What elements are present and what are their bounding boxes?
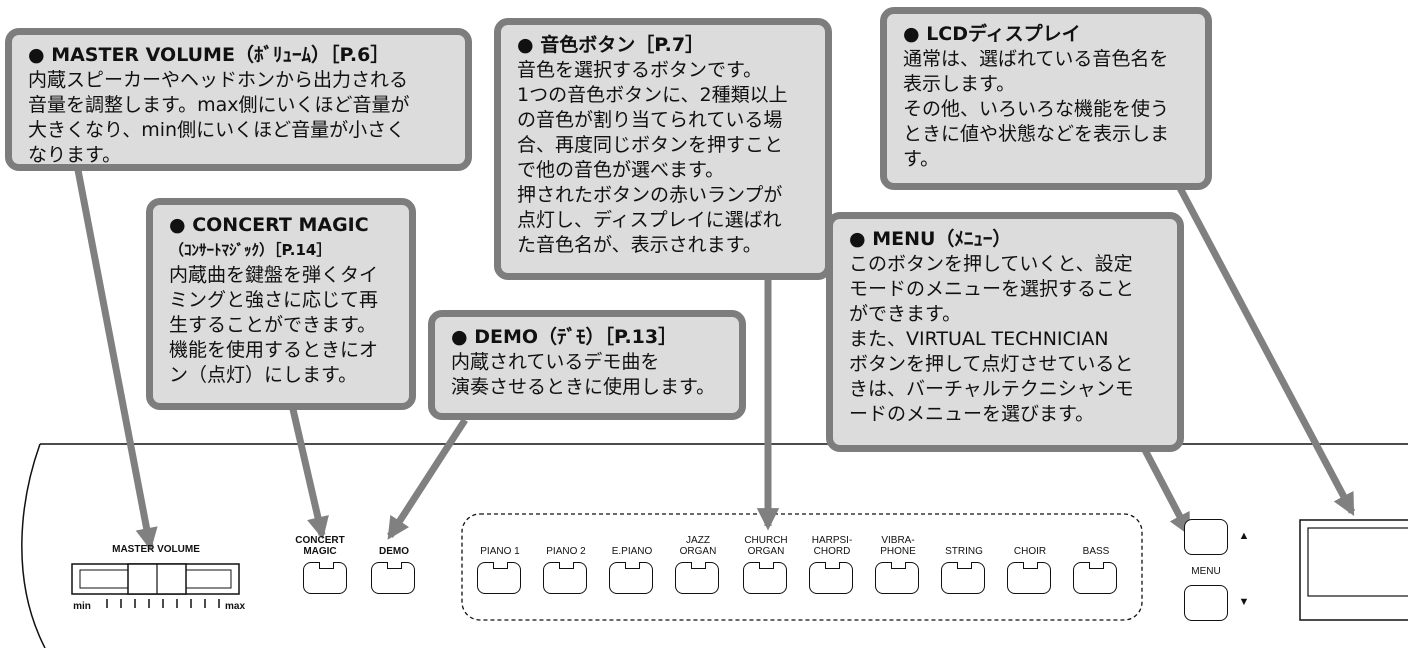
sound-label-vibraphone: VIBRA- PHONE	[880, 535, 916, 557]
concert-magic-label: CONCERT MAGIC	[295, 535, 345, 557]
sound-label-choir: CHOIR	[1013, 546, 1047, 557]
lcd-display-screen	[1307, 527, 1408, 597]
callout-title: ● 音色ボタン［P.7］	[517, 34, 705, 56]
volume-scale-ticks	[106, 599, 220, 608]
sound-button-jazz-organ[interactable]	[675, 562, 719, 594]
arrow-demo	[387, 418, 468, 540]
arrow-lcd	[1176, 186, 1356, 516]
callout-lcd: ● LCDディスプレイ 通常は、選ばれている音色名を 表示します。 その他、いろ…	[880, 7, 1212, 190]
sound-label-piano-1: PIANO 1	[480, 546, 520, 557]
callout-sound-buttons: ● 音色ボタン［P.7］ 音色を選択するボタンです。 1つの音色ボタンに、2種類…	[494, 18, 832, 280]
sound-button-piano-2[interactable]	[543, 562, 587, 594]
sound-label-jazz-organ: JAZZ ORGAN	[679, 535, 717, 557]
sound-button-piano-1[interactable]	[477, 562, 521, 594]
menu-up-arrow-icon: ▲	[1238, 530, 1250, 542]
sound-button-harpsichord[interactable]	[809, 562, 853, 594]
sound-button-choir[interactable]	[1007, 562, 1051, 594]
callout-title: ● CONCERT MAGIC	[169, 214, 369, 236]
arrow-menu	[1141, 448, 1192, 536]
callout-title: ● MENU（ﾒﾆｭｰ）	[849, 228, 1012, 250]
sound-button-string[interactable]	[941, 562, 985, 594]
sound-button-church-organ[interactable]	[743, 562, 787, 594]
callout-body: 音色を選択するボタンです。 1つの音色ボタンに、2種類以上 の音色が割り当てられ…	[517, 59, 788, 256]
demo-label: DEMO	[379, 546, 409, 557]
arrow-master-volume	[74, 169, 158, 551]
menu-up-button[interactable]	[1184, 519, 1228, 555]
menu-down-button[interactable]	[1184, 585, 1228, 621]
sound-button-bass[interactable]	[1073, 562, 1117, 594]
panel-left-curve	[21, 443, 46, 648]
sound-button-e-piano[interactable]	[609, 562, 653, 594]
sound-button-group-border	[461, 513, 1143, 621]
sound-label-e-piano: E.PIANO	[611, 546, 653, 557]
callout-title: ● LCDディスプレイ	[903, 23, 1081, 45]
sound-label-harpsichord: HARPSI- CHORD	[811, 535, 853, 557]
sound-label-string: STRING	[945, 546, 983, 557]
callout-body: 内蔵曲を鍵盤を弾くタイ ミングと強さに応じて再 生することができます。 機能を使…	[169, 264, 379, 386]
master-volume-label: MASTER VOLUME	[112, 544, 200, 555]
sound-label-bass: BASS	[1082, 546, 1110, 557]
menu-down-arrow-icon: ▼	[1238, 596, 1250, 608]
callout-master-volume: ● MASTER VOLUME（ﾎﾞﾘｭｰﾑ）［P.6］ 内蔵スピーカーやヘッド…	[5, 28, 472, 171]
sound-label-piano-2: PIANO 2	[546, 546, 586, 557]
callout-body: 内蔵されているデモ曲を 演奏させるときに使用します。	[451, 351, 716, 398]
callout-title: ● DEMO（ﾃﾞﾓ）［P.13］	[451, 326, 678, 348]
max-label: max	[224, 601, 245, 612]
callout-body: このボタンを押していくと、設定 モードのメニューを選択すること ができます。 ま…	[849, 253, 1135, 425]
callout-concert-magic: ● CONCERT MAGIC （ｺﾝｻｰﾄﾏｼﾞｯｸ）［P.14］ 内蔵曲を鍵…	[146, 198, 416, 410]
callout-menu: ● MENU（ﾒﾆｭｰ） このボタンを押していくと、設定 モードのメニューを選択…	[826, 212, 1184, 452]
min-label: min	[73, 601, 91, 612]
concert-magic-button[interactable]	[303, 562, 347, 594]
callout-body: 内蔵スピーカーやヘッドホンから出力される 音量を調整します。max側にいくほど音…	[28, 69, 410, 166]
callout-title: ● MASTER VOLUME（ﾎﾞﾘｭｰﾑ）［P.6］	[28, 44, 390, 66]
callout-body: 通常は、選ばれている音色名を 表示します。 その他、いろいろな機能を使う ときに…	[903, 48, 1170, 170]
arrow-concert-magic	[288, 404, 329, 540]
demo-button[interactable]	[371, 562, 415, 594]
menu-label: MENU	[1191, 566, 1221, 577]
callout-demo: ● DEMO（ﾃﾞﾓ）［P.13］ 内蔵されているデモ曲を 演奏させるときに使用…	[428, 310, 746, 420]
sound-button-vibraphone[interactable]	[875, 562, 919, 594]
callout-subtitle: （ｺﾝｻｰﾄﾏｼﾞｯｸ）［P.14］	[169, 241, 332, 259]
sound-label-church-organ: CHURCH ORGAN	[744, 535, 788, 557]
